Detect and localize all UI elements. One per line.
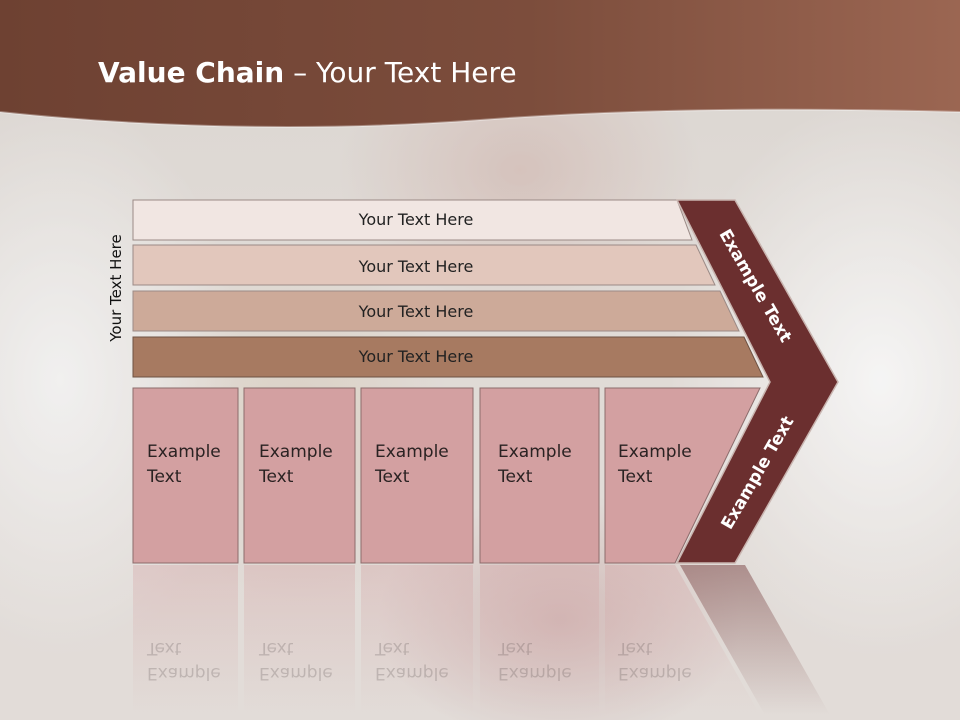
cell-2-line2: Text — [259, 467, 294, 487]
bar-3-label: Your Text Here — [358, 302, 474, 321]
cell-4-text: Example Text — [498, 440, 598, 490]
cell-5-line2: Text — [618, 467, 653, 487]
cell-4-reflection: Example Text — [498, 635, 598, 685]
cell-1-reflection-line1: Example — [147, 663, 221, 683]
bar-4-label: Your Text Here — [358, 347, 474, 366]
bar-1-label: Your Text Here — [358, 210, 474, 229]
bar-1: Your Text Here — [132, 199, 693, 241]
cell-1 — [132, 387, 239, 564]
cell-4-line2: Text — [498, 467, 533, 487]
cell-2 — [243, 387, 356, 564]
cell-3-line1: Example — [375, 442, 449, 462]
cell-2-line1: Example — [259, 442, 333, 462]
chevron-arrow: Example Text Example Text — [675, 199, 839, 564]
cell-5-reflection-line1: Example — [618, 663, 692, 683]
title-bold: Value Chain — [98, 56, 285, 89]
cell-5-text: Example Text — [618, 440, 718, 490]
cell-1-reflection-line2: Text — [147, 638, 182, 658]
cell-5-reflection: Example Text — [618, 635, 718, 685]
cell-3-reflection-line2: Text — [375, 638, 410, 658]
cell-4-line1: Example — [498, 442, 572, 462]
header-band — [0, 0, 960, 128]
cell-3-text: Example Text — [375, 440, 475, 490]
cell-4 — [479, 387, 600, 564]
cells — [132, 387, 761, 564]
cell-1-text: Example Text — [147, 440, 247, 490]
bar-2: Your Text Here — [132, 244, 716, 286]
cells-reflection — [133, 565, 830, 715]
cell-2-reflection-line1: Example — [259, 663, 333, 683]
cell-3-reflection: Example Text — [375, 635, 475, 685]
cell-1-line1: Example — [147, 442, 221, 462]
bar-4: Your Text Here — [132, 336, 764, 378]
cell-1-reflection: Example Text — [147, 635, 247, 685]
cell-3 — [360, 387, 474, 564]
cell-1-line2: Text — [147, 467, 182, 487]
cell-4-reflection-line2: Text — [498, 638, 533, 658]
cell-2-text: Example Text — [259, 440, 359, 490]
slide-title: Value Chain – Your Text Here — [98, 56, 517, 89]
cell-5-line1: Example — [618, 442, 692, 462]
cell-3-reflection-line1: Example — [375, 663, 449, 683]
cell-3-line2: Text — [375, 467, 410, 487]
title-rest: – Your Text Here — [284, 56, 517, 89]
cell-2-reflection: Example Text — [259, 635, 359, 685]
cell-2-reflection-line2: Text — [259, 638, 294, 658]
bar-3: Your Text Here — [132, 290, 740, 332]
cell-5-reflection-line2: Text — [618, 638, 653, 658]
cell-5 — [604, 387, 761, 564]
bar-2-label: Your Text Here — [358, 257, 474, 276]
cell-4-reflection-line1: Example — [498, 663, 572, 683]
